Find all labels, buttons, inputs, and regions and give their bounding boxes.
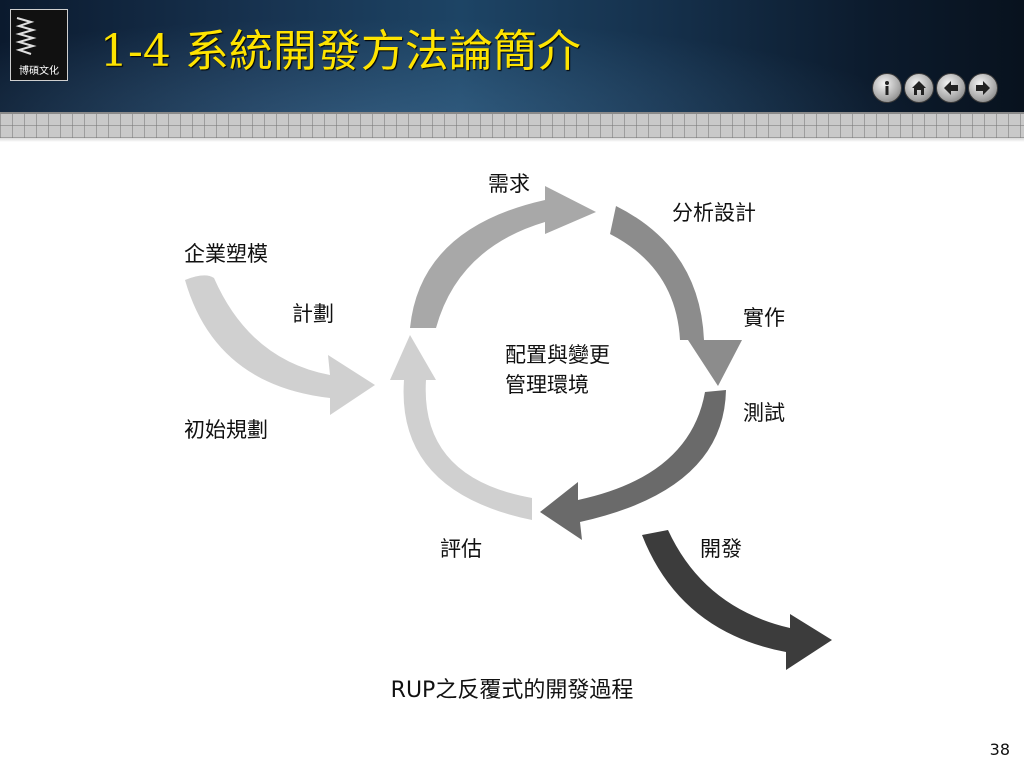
slide-header: 博碩文化 1-4 系統開發方法論簡介 [0, 0, 1024, 112]
publisher-logo: 博碩文化 [10, 9, 68, 81]
home-button[interactable] [904, 73, 934, 103]
header-grid-band [0, 112, 1024, 138]
previous-button[interactable] [936, 73, 966, 103]
deployment-arrow [642, 530, 832, 670]
logo-mark-icon [15, 17, 37, 55]
label-initial-planning: 初始規劃 [184, 418, 268, 442]
info-button[interactable] [872, 73, 902, 103]
center-label: 配置與變更 管理環境 [505, 340, 610, 400]
label-testing: 測試 [743, 401, 785, 425]
header-band-shadow [0, 138, 1024, 142]
page-number: 38 [989, 740, 1010, 759]
label-analysis-design: 分析設計 [672, 201, 756, 225]
label-deployment: 開發 [700, 537, 742, 561]
analysis-design-arrow [610, 206, 742, 386]
next-button[interactable] [968, 73, 998, 103]
testing-arrow [540, 390, 726, 540]
center-label-line2: 管理環境 [505, 373, 589, 397]
label-evaluation: 評估 [440, 537, 482, 561]
center-label-line1: 配置與變更 [505, 343, 610, 367]
label-requirements: 需求 [488, 172, 530, 196]
logo-text: 博碩文化 [19, 66, 59, 77]
nav-buttons [872, 73, 998, 103]
header-glow [0, 0, 1024, 112]
label-planning: 計劃 [292, 302, 334, 326]
evaluation-arrow [390, 335, 532, 520]
home-icon [912, 81, 926, 95]
slide-title: 1-4 系統開發方法論簡介 [100, 26, 581, 77]
requirements-arrow [410, 186, 596, 328]
arrow-left-icon [944, 81, 958, 95]
label-implementation: 實作 [743, 306, 785, 330]
label-business-modeling: 企業塑模 [184, 242, 268, 266]
planning-arrow [185, 275, 375, 415]
arrow-right-icon [976, 81, 990, 95]
figure-caption: RUP之反覆式的開發過程 [390, 678, 634, 703]
info-icon [885, 81, 889, 95]
